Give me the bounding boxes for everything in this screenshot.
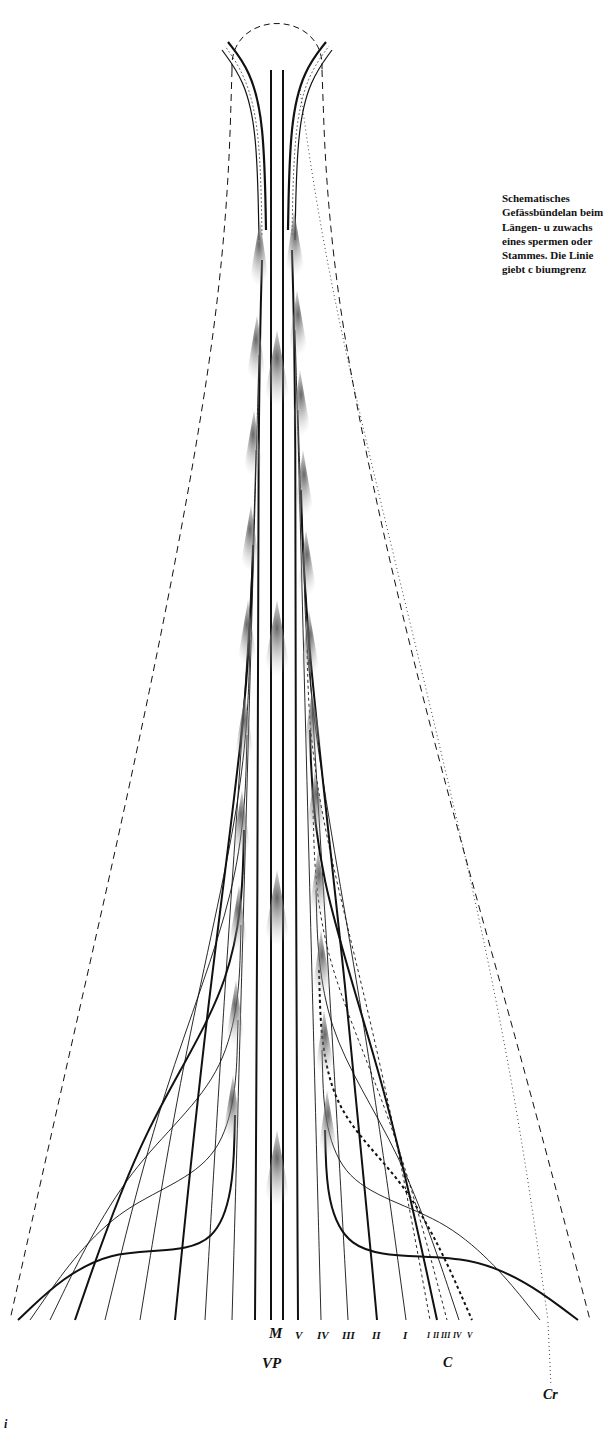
- node-shading: [308, 850, 330, 920]
- bundle-line: [75, 830, 244, 1320]
- node-shading: [302, 690, 324, 760]
- bundle-line: [322, 1050, 540, 1320]
- node-shading: [236, 600, 258, 670]
- part-label: III: [341, 1330, 356, 1341]
- node-shading: [287, 290, 309, 360]
- bundle-line: [282, 70, 284, 1320]
- node-shading: [248, 220, 270, 290]
- part-label: I: [402, 1330, 408, 1341]
- node-shading: [262, 330, 292, 410]
- figure-caption: Schematisches Gefässbündelan beim Längen…: [500, 190, 612, 278]
- part-label: I: [426, 1332, 431, 1340]
- node-shading: [299, 610, 321, 680]
- part-label: V: [466, 1332, 473, 1340]
- part-label: II: [432, 1332, 440, 1340]
- bundle-line: [319, 970, 472, 1320]
- part-label: II: [371, 1330, 382, 1341]
- bundle-line: [228, 42, 266, 230]
- part-label: V: [294, 1330, 303, 1341]
- leader-line: [548, 1322, 551, 1386]
- part-label: i: [3, 1418, 8, 1430]
- node-shading: [311, 930, 333, 1000]
- bundle-line: [105, 735, 247, 1320]
- bundle-line: [295, 50, 332, 240]
- node-shading: [305, 770, 327, 840]
- node-shading: [290, 370, 312, 440]
- node-shading: [239, 505, 261, 575]
- bundle-line: [140, 640, 250, 1320]
- bundle-line: [310, 730, 437, 1320]
- node-shading: [262, 1130, 292, 1210]
- bundle-line: [325, 1130, 578, 1320]
- bundle-line: [30, 1020, 238, 1320]
- bundle-line: [255, 260, 262, 1320]
- part-label: VP: [261, 1356, 282, 1371]
- part-label: IV: [316, 1330, 330, 1341]
- part-label: Cr: [542, 1388, 559, 1402]
- bundle-line: [307, 650, 430, 1320]
- bundle-line: [10, 70, 232, 1320]
- node-shading: [262, 870, 292, 950]
- node-shading: [221, 1075, 243, 1145]
- bundle-line: [313, 810, 447, 1320]
- bundle-line: [222, 50, 259, 240]
- node-shading: [284, 210, 306, 280]
- bundle-line: [301, 490, 377, 1320]
- node-shading: [230, 790, 252, 860]
- node-shading: [293, 450, 315, 520]
- bundle-line: [292, 46, 329, 235]
- node-shading: [224, 980, 246, 1050]
- node-shading: [317, 1090, 339, 1160]
- part-label: M: [268, 1326, 283, 1341]
- apex-outline: [232, 24, 322, 71]
- node-shading: [314, 1010, 336, 1080]
- node-shading: [245, 315, 267, 385]
- bundle-line: [18, 1115, 235, 1320]
- part-label: C: [442, 1356, 453, 1370]
- bundle-line: [270, 70, 272, 1320]
- bundle-line: [316, 890, 459, 1320]
- bundle-line: [304, 570, 406, 1320]
- node-shading: [262, 600, 292, 680]
- node-shading: [233, 695, 255, 765]
- node-shading: [227, 885, 249, 955]
- bundle-line: [288, 42, 326, 230]
- part-label: IV: [452, 1332, 462, 1340]
- node-shading: [242, 410, 264, 480]
- node-shading: [296, 530, 318, 600]
- part-label: III: [440, 1332, 451, 1340]
- bundle-line: [225, 46, 262, 235]
- bundle-line: [50, 925, 241, 1320]
